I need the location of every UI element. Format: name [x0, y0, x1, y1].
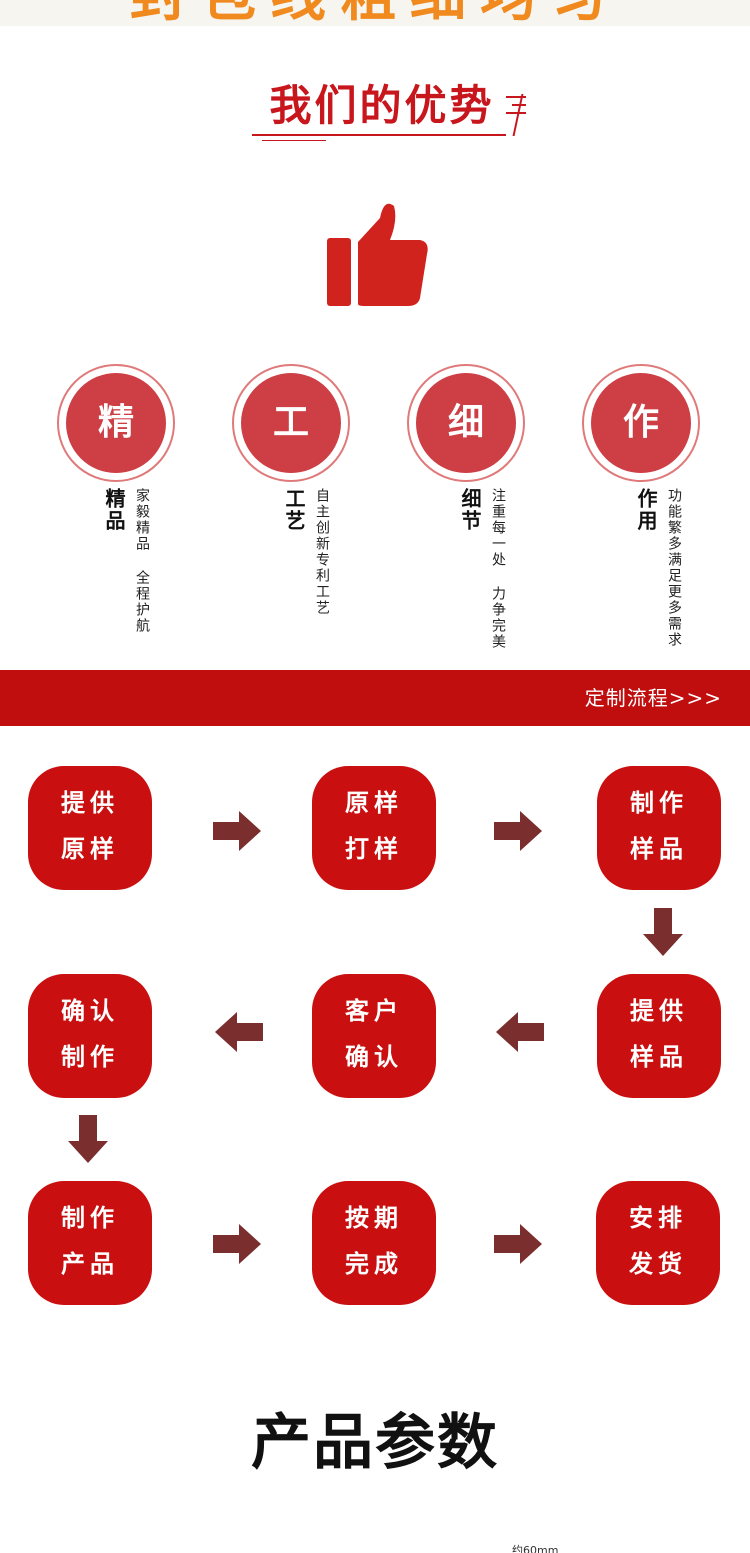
step-line2: 打样 [345, 835, 403, 863]
title-deco-bar [506, 96, 526, 98]
advantage-desc: 注重每一处 力争完美 [490, 488, 506, 650]
step-line1: 客户 [345, 997, 403, 1025]
arrow-down-icon [643, 908, 683, 956]
process-step: 安排 发货 [596, 1181, 720, 1305]
step-line1: 制作 [630, 789, 688, 817]
advantage-desc: 家毅精品 全程护航 [134, 488, 150, 634]
step-line1: 安排 [629, 1204, 687, 1232]
title-underline [252, 134, 506, 136]
arrow-left-icon [215, 1012, 263, 1052]
process-step: 制作 产品 [28, 1181, 152, 1305]
process-step: 确认 制作 [28, 974, 152, 1098]
step-line2: 完成 [345, 1250, 403, 1278]
step-line2: 确认 [345, 1043, 403, 1071]
advantage-circle-char: 工 [241, 373, 341, 473]
step-line2: 产品 [61, 1250, 119, 1278]
advantage-circle: 作 [582, 364, 700, 482]
thumbs-up-icon [327, 203, 428, 306]
advantage-circle-char: 精 [66, 373, 166, 473]
advantage-circle-char: 作 [591, 373, 691, 473]
advantage-circle: 工 [232, 364, 350, 482]
advantages-title: 我们的优势 [269, 81, 495, 130]
step-line1: 制作 [61, 1204, 119, 1232]
step-line1: 确认 [61, 997, 119, 1025]
step-line1: 按期 [345, 1204, 403, 1232]
advantage-circle: 精 [57, 364, 175, 482]
process-step: 制作 样品 [597, 766, 721, 890]
advantage-heading: 作用 [634, 488, 658, 532]
process-step: 提供 原样 [28, 766, 152, 890]
top-strip [0, 0, 750, 26]
advantage-desc: 自主创新专利工艺 [314, 488, 330, 616]
step-line2: 原样 [61, 835, 119, 863]
arrow-right-icon [494, 811, 542, 851]
process-step: 提供 样品 [597, 974, 721, 1098]
step-line1: 提供 [630, 997, 688, 1025]
arrow-right-icon [494, 1224, 542, 1264]
process-banner: 定制流程>>> [0, 670, 750, 726]
step-line1: 原样 [345, 789, 403, 817]
advantage-heading: 工艺 [282, 488, 306, 532]
step-line2: 样品 [630, 1043, 688, 1071]
page-title: 封包线粗细均匀 [0, 0, 750, 32]
process-step: 客户 确认 [312, 974, 436, 1098]
advantage-desc: 功能繁多满足更多需求 [666, 488, 682, 648]
title-underline-short [262, 140, 326, 141]
arrow-right-icon [213, 811, 261, 851]
params-title: 产品参数 [251, 1408, 499, 1478]
dimension-label: 约60mm [512, 1544, 559, 1553]
advantage-heading: 精品 [102, 488, 126, 532]
title-deco-bar [506, 112, 526, 114]
process-step: 原样 打样 [312, 766, 436, 890]
arrow-left-icon [496, 1012, 544, 1052]
step-line2: 样品 [630, 835, 688, 863]
step-line1: 提供 [61, 789, 119, 817]
step-line2: 制作 [61, 1043, 119, 1071]
banner-text: 定制流程>>> [584, 686, 722, 710]
advantage-heading: 细节 [458, 488, 482, 532]
step-line2: 发货 [629, 1250, 687, 1278]
title-deco-slant [512, 94, 524, 136]
advantage-circle: 细 [407, 364, 525, 482]
arrow-down-icon [68, 1115, 108, 1163]
advantage-circle-char: 细 [416, 373, 516, 473]
arrow-right-icon [213, 1224, 261, 1264]
process-step: 按期 完成 [312, 1181, 436, 1305]
